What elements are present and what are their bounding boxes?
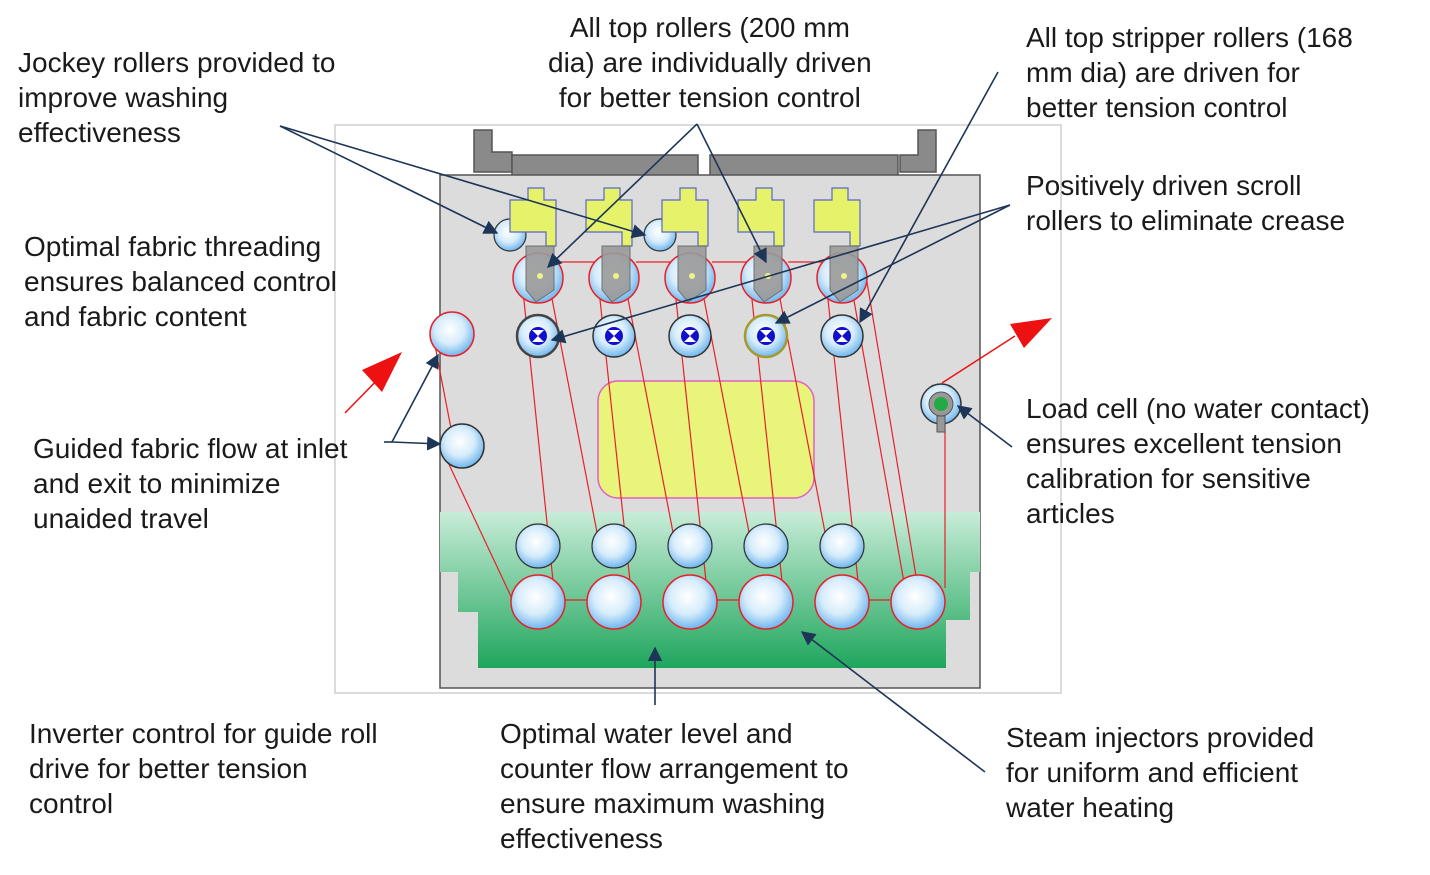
label-line: ensures excellent tension xyxy=(1026,428,1342,459)
label-guided-fabric: Guided fabric flow at inlet and exit to … xyxy=(33,431,347,536)
callout-line xyxy=(696,123,767,264)
bottom-roller-lower xyxy=(662,574,718,630)
label-load-cell: Load cell (no water contact) ensures exc… xyxy=(1026,391,1370,531)
label-line: Load cell (no water contact) xyxy=(1026,393,1370,424)
label-line: All top stripper rollers (168 xyxy=(1026,22,1353,53)
label-line: calibration for sensitive xyxy=(1026,463,1311,494)
label-line: rollers to eliminate crease xyxy=(1026,205,1346,236)
scroll-hourglass-icon xyxy=(608,330,620,342)
bottom-roller-upper xyxy=(819,523,865,569)
scroll-hourglass-icon xyxy=(684,330,696,342)
actuator-pivot-icon xyxy=(613,273,619,279)
load-cell-stem xyxy=(936,415,946,433)
actuator-icon xyxy=(509,187,557,247)
scroll-hourglass-icon xyxy=(760,330,772,342)
label-line: dia) are individually driven xyxy=(548,47,872,78)
label-water-level: Optimal water level and counter flow arr… xyxy=(500,716,849,856)
bottom-roller-lower xyxy=(890,574,946,630)
bottom-roller-upper xyxy=(743,523,789,569)
label-line: Jockey rollers provided to xyxy=(18,47,336,78)
callout-line xyxy=(279,125,499,234)
label-line: and fabric content xyxy=(24,301,247,332)
callout-line xyxy=(391,436,442,451)
label-line: and exit to minimize xyxy=(33,468,281,499)
actuator-icon xyxy=(737,187,785,247)
callout-line xyxy=(391,353,439,443)
label-line: effectiveness xyxy=(18,117,181,148)
central-panel xyxy=(597,380,815,499)
label-line: articles xyxy=(1026,498,1115,529)
bottom-roller-upper xyxy=(667,523,713,569)
fabric-path-segment xyxy=(623,277,677,549)
label-line: Guided fabric flow at inlet xyxy=(33,433,348,464)
label-line: Inverter control for guide roll xyxy=(29,718,378,749)
label-jockey-rollers: Jockey rollers provided to improve washi… xyxy=(18,45,335,150)
fabric-path-segment xyxy=(445,457,524,623)
bottom-roller-lower xyxy=(510,574,566,630)
actuator-icon xyxy=(813,187,861,247)
inlet-arrowhead-icon xyxy=(362,352,402,392)
label-line: Steam injectors provided xyxy=(1006,722,1315,753)
callout-line xyxy=(546,123,698,268)
label-line: mm dia) are driven for xyxy=(1026,57,1300,88)
bottom-roller-lower xyxy=(814,574,870,630)
bottom-roller-upper xyxy=(515,523,561,569)
rollers xyxy=(429,218,946,630)
callout-line xyxy=(859,71,999,324)
right-bracket xyxy=(899,129,937,173)
actuator-pivot-icon xyxy=(841,273,847,279)
bottom-roller-upper xyxy=(591,523,637,569)
exit-arrowhead-icon xyxy=(1010,318,1052,348)
bottom-roller-lower xyxy=(586,574,642,630)
load-cell-sensor-icon xyxy=(934,397,948,411)
actuator-pivot-icon xyxy=(689,273,695,279)
label-fabric-threading: Optimal fabric threading ensures balance… xyxy=(24,229,337,334)
label-line: for better tension control xyxy=(558,82,861,113)
inlet-guide-roller-lower xyxy=(439,423,485,469)
label-inverter-control: Inverter control for guide roll drive fo… xyxy=(29,716,378,821)
label-steam-injectors: Steam injectors provided for uniform and… xyxy=(1006,720,1314,825)
left-bracket xyxy=(473,129,513,173)
label-line: for uniform and efficient xyxy=(1006,757,1299,788)
label-line: drive for better tension xyxy=(29,753,308,784)
callout-lines xyxy=(279,71,1013,773)
fabric-path-segment xyxy=(547,277,601,549)
actuator-icon xyxy=(585,187,633,247)
actuator-icon xyxy=(661,187,709,247)
label-line: Positively driven scroll xyxy=(1026,170,1302,201)
inlet-flow-arrow xyxy=(344,352,402,414)
callout-line xyxy=(279,125,647,239)
label-line: ensure maximum washing xyxy=(500,788,826,819)
exit-flow-arrow xyxy=(941,318,1052,384)
scroll-hourglass-icon xyxy=(836,330,848,342)
label-top-rollers: All top rollers (200 mm dia) are individ… xyxy=(548,10,872,115)
callout-line xyxy=(550,204,1011,344)
callout-line xyxy=(956,405,1013,448)
scroll-hourglass-icon xyxy=(532,330,544,342)
fabric-path-segment xyxy=(699,277,753,549)
label-line: All top rollers (200 mm xyxy=(569,12,850,43)
label-line: improve washing xyxy=(18,82,229,113)
label-line: control xyxy=(29,788,114,819)
actuator-pivot-icon xyxy=(537,273,543,279)
bottom-roller-lower xyxy=(738,574,794,630)
label-line: better tension control xyxy=(1026,92,1288,123)
callout-line xyxy=(774,204,1011,324)
label-line: ensures balanced control xyxy=(24,266,337,297)
callout-line xyxy=(800,631,986,773)
fabric-path-segment xyxy=(864,269,919,589)
label-line: effectiveness xyxy=(500,823,663,854)
load-cell xyxy=(920,383,962,433)
label-line: Optimal water level and xyxy=(500,718,793,749)
label-stripper-rollers: All top stripper rollers (168 mm dia) ar… xyxy=(1026,20,1353,125)
label-line: Optimal fabric threading xyxy=(24,231,322,262)
label-scroll-rollers: Positively driven scroll rollers to elim… xyxy=(1026,168,1345,238)
inlet-guide-roller xyxy=(429,311,475,357)
label-line: water heating xyxy=(1006,792,1175,823)
label-line: unaided travel xyxy=(33,503,209,534)
label-line: counter flow arrangement to xyxy=(500,753,849,784)
